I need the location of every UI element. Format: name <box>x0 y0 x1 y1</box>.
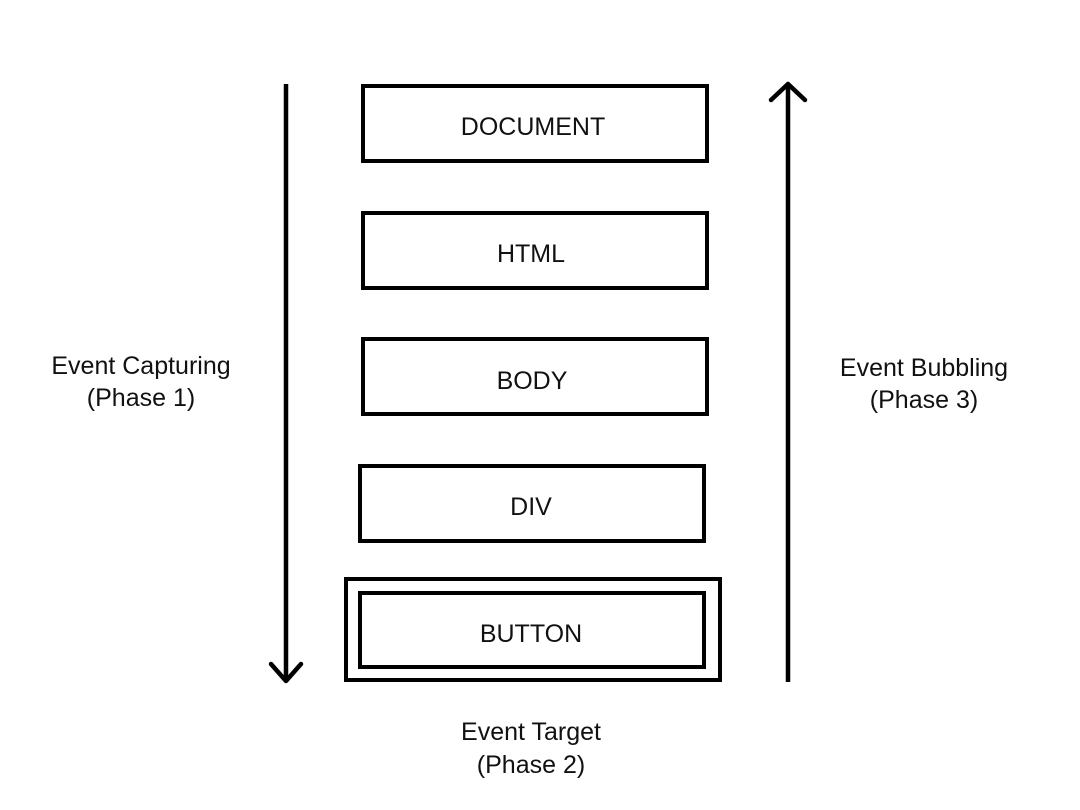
target-label-line2: (Phase 2) <box>477 751 585 779</box>
bubbling-label: Event Bubbling (Phase 3) <box>840 354 1008 414</box>
capturing-label-line1: Event Capturing <box>51 352 230 380</box>
bubbling-arrow <box>768 81 808 682</box>
capturing-label: Event Capturing (Phase 1) <box>51 352 230 412</box>
node-body-label: BODY <box>497 367 568 395</box>
target-label-line1: Event Target <box>461 718 601 746</box>
node-div: DIV <box>358 464 706 543</box>
capturing-arrow <box>268 84 304 684</box>
node-html-label: HTML <box>497 240 565 268</box>
bubbling-label-line1: Event Bubbling <box>840 354 1008 382</box>
target-label: Event Target (Phase 2) <box>461 718 601 779</box>
node-button-label: BUTTON <box>480 620 582 648</box>
node-document: DOCUMENT <box>361 84 709 163</box>
bubbling-label-line2: (Phase 3) <box>870 386 978 414</box>
node-div-label: DIV <box>510 493 552 521</box>
node-button: BUTTON <box>344 577 722 682</box>
node-document-label: DOCUMENT <box>461 113 605 141</box>
node-body: BODY <box>361 337 709 416</box>
node-button-inner-border <box>358 591 706 669</box>
node-html: HTML <box>361 211 709 290</box>
capturing-label-line2: (Phase 1) <box>87 384 195 412</box>
